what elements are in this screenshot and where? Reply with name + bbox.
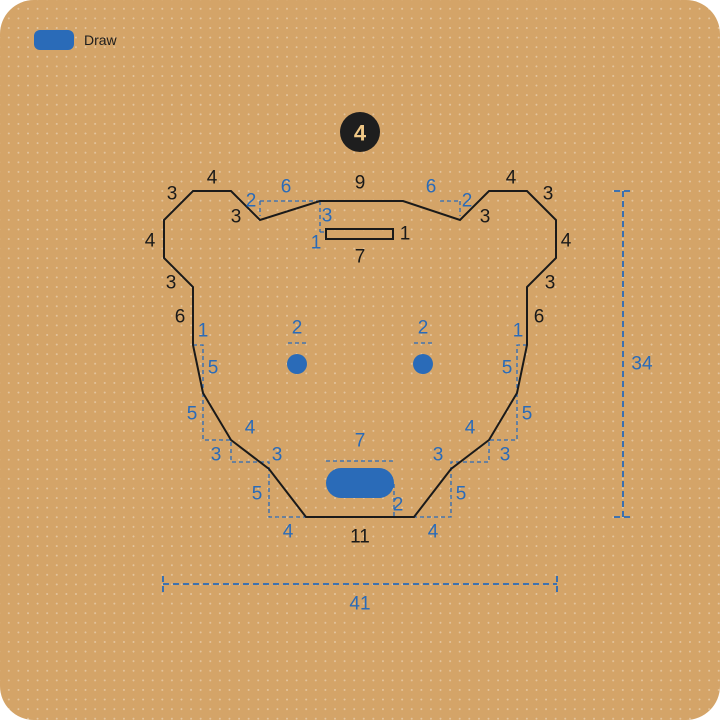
legend-swatch	[34, 30, 74, 50]
legend: Draw	[34, 30, 117, 50]
label-left-e: 3	[211, 445, 222, 466]
slot-guides	[319, 201, 326, 233]
label-side-right-upper: 4	[561, 231, 572, 252]
label-ear-right-outer: 3	[543, 184, 554, 205]
label-left-g: 5	[252, 484, 263, 505]
label-left-h: 4	[283, 522, 294, 543]
label-width-dimension: 41	[349, 594, 370, 615]
label-right-g: 5	[456, 484, 467, 505]
label-left-f: 3	[272, 445, 283, 466]
label-left-b: 5	[208, 358, 219, 379]
label-right-c: 5	[522, 404, 533, 425]
step-badge: 4	[340, 112, 380, 152]
label-height-dimension: 34	[631, 354, 653, 375]
label-slot-height: 1	[400, 224, 411, 245]
left-cheek-guides	[193, 344, 306, 518]
label-side-right-mid: 3	[545, 273, 556, 294]
nose	[326, 468, 394, 498]
label-eye-right-gap: 2	[418, 318, 429, 339]
width-dimension-line	[162, 576, 558, 592]
label-eye-left-gap: 2	[292, 318, 303, 339]
label-slot-length: 7	[355, 247, 366, 268]
label-side-right-lower: 6	[534, 307, 545, 328]
label-slot-offset-h: 1	[311, 233, 322, 254]
step-badge-circle	[340, 112, 380, 152]
outline-labels: 9 4 3 3 4 3 6 4 3 3 4 3 6 11 7 1	[145, 168, 572, 548]
label-brow-right-len: 6	[426, 177, 437, 198]
label-right-b: 5	[502, 358, 513, 379]
label-right-f: 3	[433, 445, 444, 466]
height-dimension-line	[614, 190, 632, 518]
label-right-h: 4	[428, 522, 439, 543]
label-right-a: 1	[513, 321, 524, 342]
label-ear-right-inner: 3	[480, 207, 491, 228]
label-ear-left-inner: 3	[231, 207, 242, 228]
right-cheek-guides	[414, 344, 527, 518]
brow-guides	[259, 200, 461, 216]
label-brow-right-h: 2	[462, 191, 473, 212]
label-nose-width: 7	[355, 431, 366, 452]
label-right-d: 4	[465, 418, 476, 439]
label-nose-drop: 2	[393, 495, 404, 516]
label-left-c: 5	[187, 404, 198, 425]
label-right-e: 3	[500, 445, 511, 466]
legend-label: Draw	[84, 32, 117, 48]
left-eye	[287, 354, 307, 374]
label-brow-left-len: 6	[281, 177, 292, 198]
label-ear-left-top: 4	[207, 168, 218, 189]
label-side-left-upper: 4	[145, 231, 156, 252]
mouth-slot	[325, 228, 394, 240]
label-ear-left-outer: 3	[167, 184, 178, 205]
right-eye	[413, 354, 433, 374]
label-side-left-mid: 3	[166, 273, 177, 294]
label-slot-offset-v: 3	[322, 206, 333, 227]
label-left-a: 1	[198, 321, 209, 342]
label-top: 9	[355, 173, 366, 194]
label-side-left-lower: 6	[175, 307, 186, 328]
guide-lines	[162, 190, 632, 592]
label-ear-right-top: 4	[506, 168, 517, 189]
label-bottom: 11	[350, 527, 370, 548]
step-badge-number: 4	[354, 121, 367, 146]
label-left-d: 4	[245, 418, 256, 439]
nose-guides	[326, 460, 395, 517]
guide-labels: 6 2 6 2 3 1 2 2 1 5 5 4 3 3 5 4 1 5 5 4 …	[187, 177, 653, 615]
label-brow-left-h: 2	[246, 191, 257, 212]
bear-face-outline	[163, 190, 557, 518]
